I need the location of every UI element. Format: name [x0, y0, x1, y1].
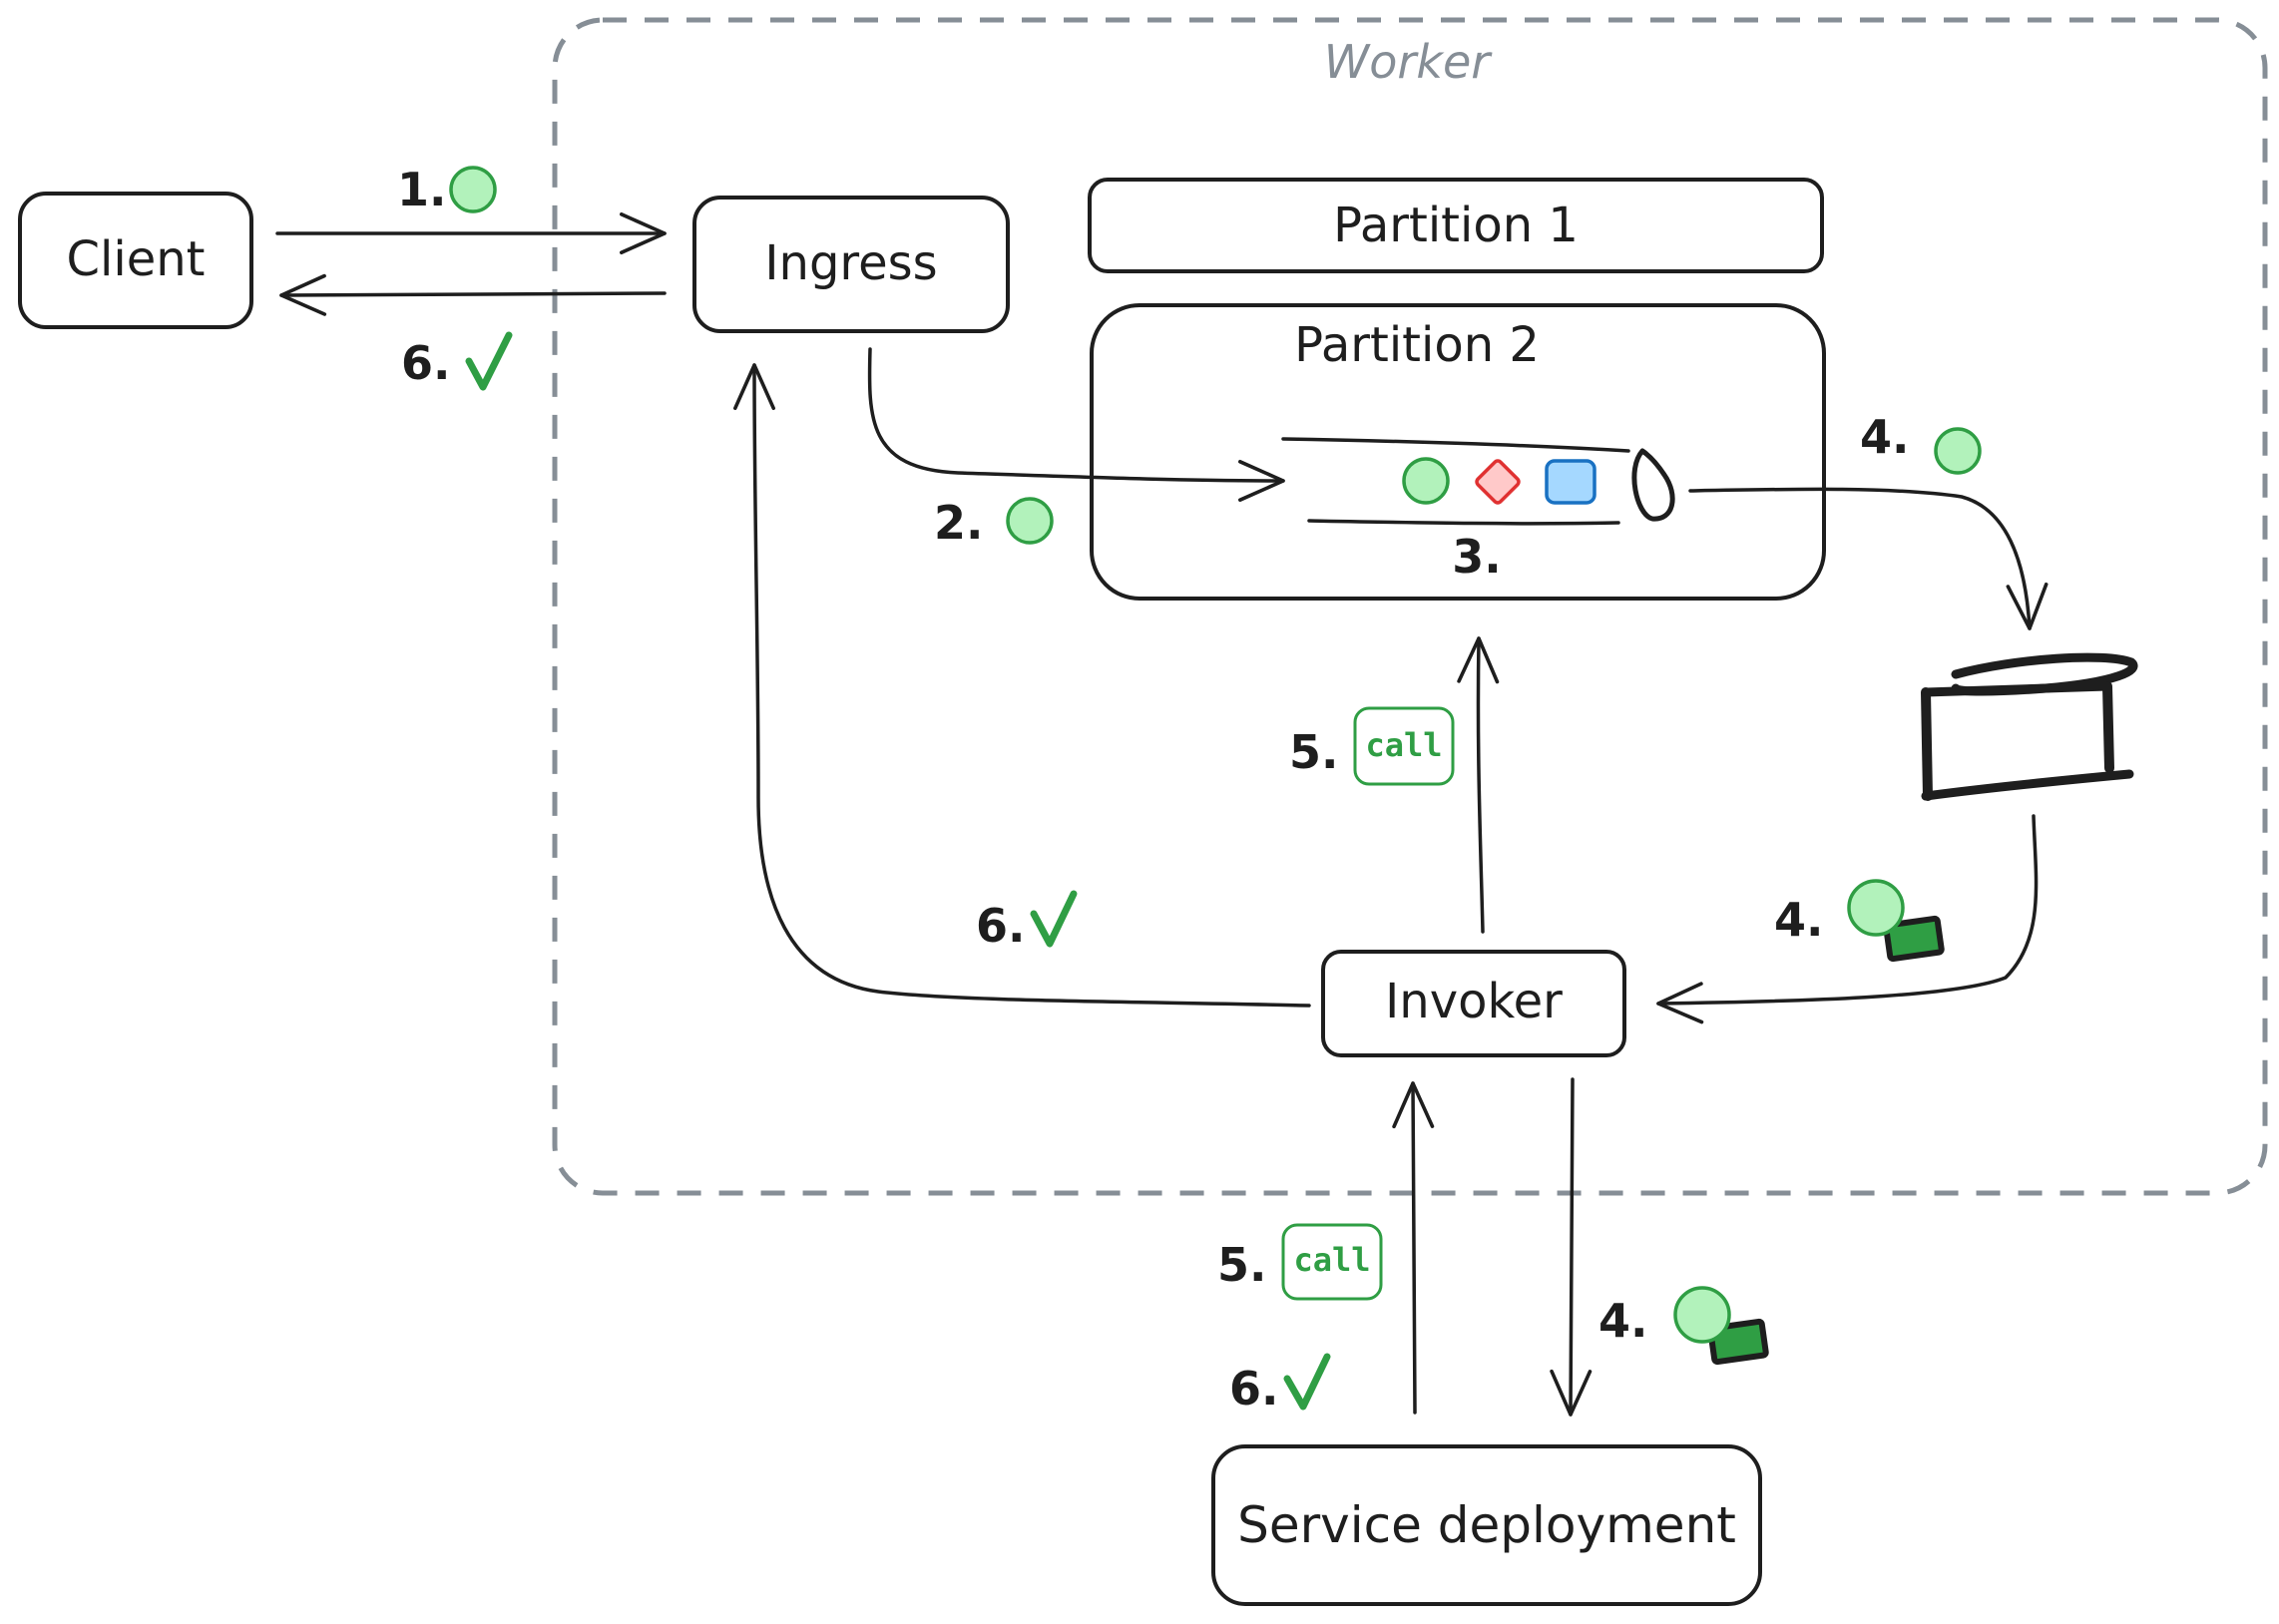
step-2-label: 2. — [934, 496, 983, 550]
step-6-client-annotation: 6. — [401, 331, 513, 391]
step-4-top-label: 4. — [1860, 410, 1909, 464]
green-circle-icon — [1006, 497, 1054, 545]
service-deployment-label: Service deployment — [1237, 1496, 1736, 1554]
invoker-label: Invoker — [1385, 974, 1563, 1029]
step-5-inner-annotation: 5. call — [1289, 706, 1455, 786]
edge-invoker-to-ingress — [733, 363, 1311, 1008]
edge-invoker-to-partition — [1457, 636, 1500, 934]
step-4-service-label: 4. — [1598, 1294, 1647, 1348]
checkmark-icon — [1030, 890, 1078, 948]
green-circle-icon — [1847, 879, 1905, 937]
step-5-inner-label: 5. — [1289, 725, 1338, 779]
checkmark-icon — [465, 331, 513, 391]
step-1-annotation: 1. — [397, 163, 497, 216]
worker-label: Worker — [1324, 35, 1493, 89]
worker-boundary: Worker — [552, 17, 2268, 1196]
step-3-label: 3. — [1452, 530, 1501, 584]
edge-invoker-to-service — [1550, 1077, 1593, 1417]
blue-square-icon — [1545, 459, 1596, 505]
call-tag — [1353, 706, 1455, 786]
edge-storage-to-invoker — [1656, 814, 2039, 1024]
step-6-ingress-annotation: 6. — [976, 890, 1078, 953]
step-4-invoker-annotation: 4. — [1774, 879, 1945, 963]
green-circle-icon — [1402, 457, 1450, 505]
red-diamond-icon — [1475, 459, 1521, 505]
step-6-service-annotation: 6. — [1229, 1353, 1331, 1416]
green-circle-icon — [449, 166, 497, 213]
log-cap-icon — [1631, 448, 1675, 522]
step-2-annotation: 2. — [934, 496, 1054, 550]
call-tag — [1281, 1223, 1383, 1301]
partition-2-node[interactable]: Partition 2 — [1090, 303, 1826, 601]
ingress-label: Ingress — [764, 235, 937, 291]
checkmark-icon — [1283, 1353, 1331, 1411]
green-circle-icon — [1673, 1286, 1731, 1344]
step-4-top-annotation: 4. — [1860, 410, 1982, 475]
call-tag-label: call — [1293, 1241, 1370, 1279]
edge-ingress-to-partition — [867, 347, 1285, 502]
step-6-service-label: 6. — [1229, 1362, 1278, 1416]
partition-2-label: Partition 2 — [1294, 317, 1540, 373]
partition-log: 3. — [1281, 437, 1675, 584]
ingress-node[interactable]: Ingress — [692, 196, 1010, 333]
client-node[interactable]: Client — [18, 192, 253, 329]
edge-service-to-invoker — [1392, 1081, 1435, 1415]
storage-cylinder-icon — [1921, 652, 2138, 801]
green-block-icon — [1883, 915, 1945, 963]
step-1-label: 1. — [397, 163, 446, 216]
step-4-service-annotation: 4. — [1598, 1286, 1769, 1366]
edge-partition-to-storage — [1688, 487, 2049, 630]
green-circle-icon — [1934, 427, 1982, 475]
step-5-outer-annotation: 5. call — [1217, 1223, 1383, 1301]
step-6-ingress-label: 6. — [976, 899, 1025, 953]
service-deployment-node[interactable]: Service deployment — [1211, 1444, 1762, 1606]
call-tag-label: call — [1365, 726, 1442, 764]
invoker-node[interactable]: Invoker — [1321, 950, 1626, 1057]
step-6-client-label: 6. — [401, 336, 450, 390]
step-4-invoker-label: 4. — [1774, 893, 1823, 947]
partition-1-label: Partition 1 — [1333, 198, 1579, 253]
edge-ingress-to-client — [279, 273, 667, 316]
edges — [275, 212, 2049, 1417]
client-label: Client — [67, 231, 206, 287]
partition-1-node[interactable]: Partition 1 — [1088, 178, 1824, 273]
step-5-outer-label: 5. — [1217, 1238, 1266, 1292]
